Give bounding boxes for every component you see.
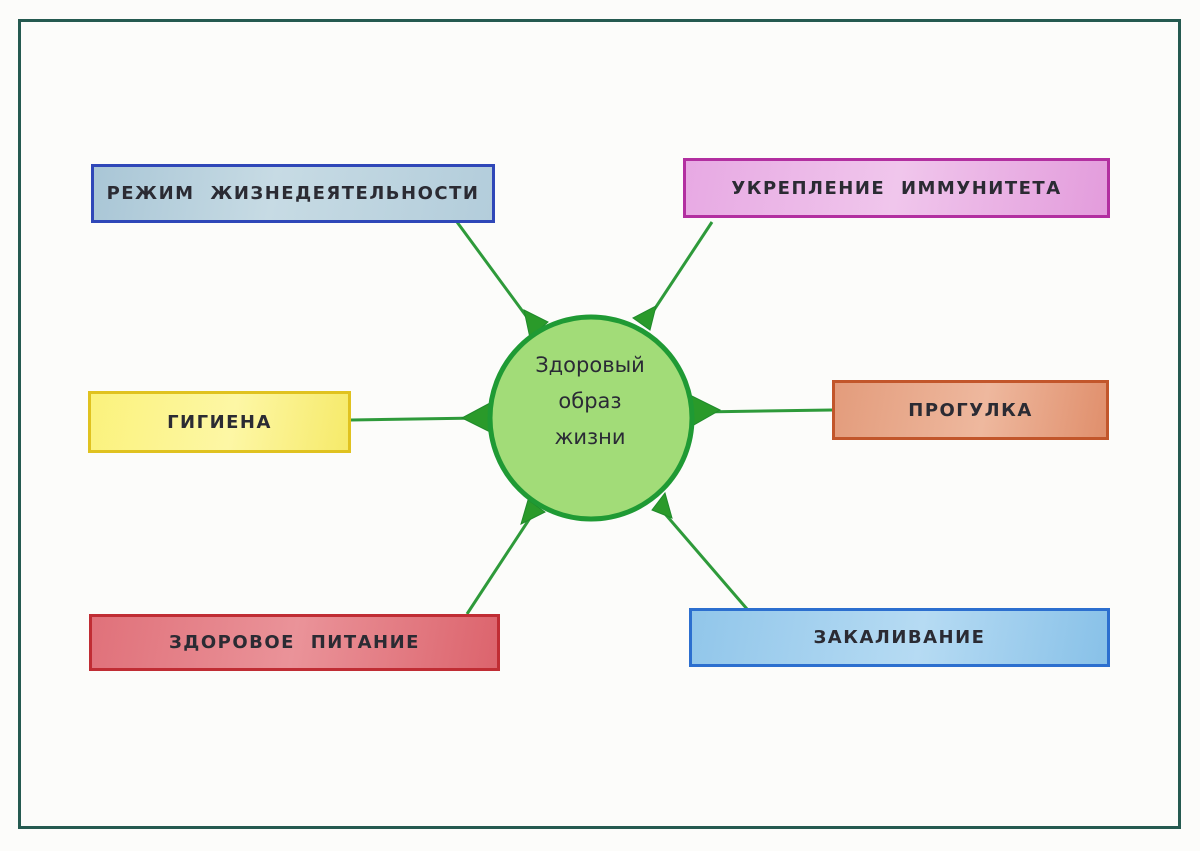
node-regime-label: РЕЖИМ ЖИЗНЕДЕЯТЕЛЬНОСТИ [106,183,480,204]
spike-bottom-left [520,499,546,525]
node-regime: РЕЖИМ ЖИЗНЕДЕЯТЕЛЬНОСТИ [91,164,495,223]
center-label-line-2: образ [558,389,622,413]
node-walk-label: ПРОГУЛКА [908,399,1033,421]
spike-right [691,395,722,427]
connector-regime [455,221,534,325]
connector-nutrition [465,514,534,615]
node-hardening-label: ЗАКАЛИВАНИЕ [813,627,986,648]
center-label: Здоровый образ жизни [492,336,688,466]
spike-top-right [632,305,657,331]
spike-left [460,402,491,433]
page-frame [18,19,1181,829]
center-label-line-1: Здоровый [535,353,645,377]
node-immunity: УКРЕПЛЕНИЕ ИММУНИТЕТА [683,158,1110,218]
node-nutrition-label: ЗДОРОВОЕ ПИТАНИЕ [169,632,420,653]
connector-immunity [648,221,714,317]
connector-hygiene [350,416,481,422]
connector-walk [699,408,833,414]
node-hygiene-label: ГИГИЕНА [167,411,272,433]
sun-spikes [460,305,722,525]
spike-bottom-right [651,491,673,519]
node-hardening: ЗАКАЛИВАНИЕ [689,608,1110,667]
node-nutrition: ЗДОРОВОЕ ПИТАНИЕ [89,614,500,671]
connector-hardening [658,507,749,610]
node-walk: ПРОГУЛКА [832,380,1109,440]
node-immunity-label: УКРЕПЛЕНИЕ ИММУНИТЕТА [731,177,1062,199]
center-circle [487,314,695,522]
node-hygiene: ГИГИЕНА [88,391,351,453]
center-label-line-3: жизни [554,425,626,449]
